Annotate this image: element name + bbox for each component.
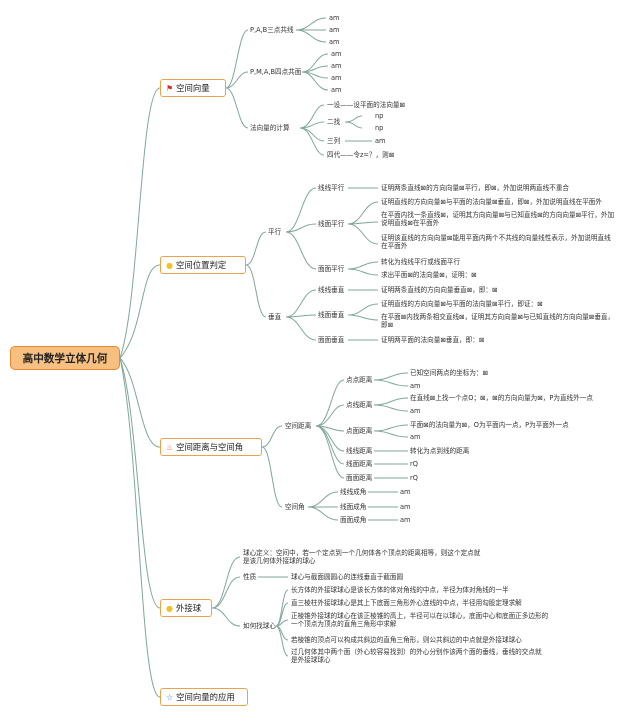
node-line-line-perp-1[interactable]: 证明两条直线的方向向量垂直⊠，即：⊠ — [381, 286, 498, 294]
yellow-circle-icon: ● — [166, 260, 173, 270]
node-plane-plane-perp-1[interactable]: 证明两平面的法向量⊠垂直，即：⊠ — [381, 336, 485, 344]
node-plane-plane-parallel-2[interactable]: 求出平面⊠的法向量⊠，证明：⊠ — [381, 271, 477, 279]
node-find-center-1[interactable]: 长方体的外接球球心是该长方体的体对角线的中点，半径为体对角线的一半 — [291, 586, 509, 594]
node-find-center-3[interactable]: 正棱锥外接球的球心在该正棱锥的高上，半径可以在以球心，底面中心和底面正多边形的一… — [291, 612, 549, 628]
node-line-plane-perp-1[interactable]: 证明直线的方向向量⊠与平面的法向量⊠平行，即证：⊠ — [381, 300, 543, 308]
node-line-line-parallel[interactable]: 线线平行 — [318, 184, 345, 192]
topic-position-judgment[interactable]: ●空间位置判定 — [160, 256, 246, 274]
node-line-plane-angle[interactable]: 线面成角 — [340, 503, 367, 511]
yellow-circle-icon: ● — [166, 603, 173, 613]
node-point-point-distance[interactable]: 点点距离 — [346, 376, 373, 384]
node-am[interactable]: am — [331, 50, 342, 58]
topic-distance-angle[interactable]: ♨空间距离与空间角 — [160, 438, 262, 456]
node-property-1[interactable]: 球心与截面圆圆心的连线垂直于截面圆 — [291, 573, 404, 581]
node-space-distance[interactable]: 空间距离 — [285, 422, 312, 430]
node-step-three[interactable]: 三列 — [327, 137, 341, 145]
node-step-four[interactable]: 四代——令z=？，则⊠ — [327, 151, 395, 159]
topic-title: 空间向量的应用 — [176, 692, 235, 702]
node-point-point-1[interactable]: 已知空间两点的坐标为：⊠ — [410, 369, 489, 377]
node-space-angle[interactable]: 空间角 — [285, 503, 305, 511]
topic-space-vector[interactable]: ⚑空间向量 — [160, 79, 226, 97]
node-np[interactable]: np — [375, 124, 384, 132]
node-line-plane-distance-1[interactable]: rQ — [410, 460, 418, 468]
node-find-center-4[interactable]: 若棱锥的顶点可以构成共斜边的直角三角形，则公共斜边的中点就是外接球球心 — [291, 636, 522, 644]
topic-vector-application[interactable]: ☆空间向量的应用 — [160, 688, 248, 706]
node-line-plane-distance[interactable]: 线面距离 — [346, 460, 373, 468]
star-icon: ☆ — [166, 692, 174, 702]
topic-title: 空间距离与空间角 — [176, 442, 244, 452]
node-parallel[interactable]: 平行 — [268, 228, 282, 236]
node-plane-plane-distance-1[interactable]: rQ — [410, 474, 418, 482]
fire-icon: ♨ — [166, 442, 174, 452]
node-step-two[interactable]: 二找 — [327, 118, 341, 126]
node-perpendicular[interactable]: 垂直 — [268, 313, 282, 321]
node-am[interactable]: am — [410, 407, 421, 415]
topic-title: 空间向量 — [176, 83, 210, 93]
node-am[interactable]: am — [400, 488, 411, 496]
node-plane-plane-angle[interactable]: 面面成角 — [340, 516, 367, 524]
node-line-line-angle[interactable]: 线线成角 — [340, 488, 367, 496]
node-plane-plane-parallel[interactable]: 面面平行 — [318, 265, 345, 273]
node-collinear[interactable]: P,A,B三点共线 — [250, 26, 294, 34]
node-am[interactable]: am — [331, 62, 342, 70]
node-line-plane-parallel-2[interactable]: 在平面内找一条直线⊠，证明其方向向量⊠与已知直线⊠的方向向量⊠平行，外加说明直线… — [381, 211, 615, 227]
node-np[interactable]: np — [375, 112, 384, 120]
node-sphere-definition[interactable]: 球心定义：空间中，若一个定点到一个几何体各个顶点的距离相等，则这个定点就是该几何… — [243, 549, 481, 565]
node-plane-plane-parallel-1[interactable]: 转化为线线平行或线面平行 — [381, 258, 461, 266]
node-point-plane-distance[interactable]: 点面距离 — [346, 427, 373, 435]
node-coplanar[interactable]: P,M,A,B四点共面 — [250, 68, 302, 76]
node-line-line-perp[interactable]: 线线垂直 — [318, 286, 345, 294]
node-am[interactable]: am — [410, 433, 421, 441]
node-am[interactable]: am — [329, 38, 340, 46]
root-title: 高中数学立体几何 — [22, 352, 108, 365]
node-line-plane-perp[interactable]: 线面垂直 — [318, 311, 345, 319]
node-am[interactable]: am — [400, 503, 411, 511]
node-point-line-1[interactable]: 在直线⊠上找一个点O；⊠，⊠的方向向量为⊠，P为直线外一点 — [410, 394, 593, 402]
node-find-center[interactable]: 如何找球心 — [243, 622, 276, 630]
node-am[interactable]: am — [400, 516, 411, 524]
node-line-line-distance[interactable]: 线线距离 — [346, 447, 373, 455]
node-am[interactable]: am — [410, 382, 421, 390]
node-find-center-5[interactable]: 过几何体其中两个面（外心较容易找到）的外心分别作该两个面的垂线，垂线的交点就是外… — [291, 648, 542, 664]
topic-circumsphere[interactable]: ●外接球 — [160, 599, 212, 617]
node-normal-vector[interactable]: 法向量的计算 — [250, 124, 290, 132]
node-line-plane-parallel[interactable]: 线面平行 — [318, 220, 345, 228]
root-topic[interactable]: 高中数学立体几何 — [10, 346, 120, 370]
node-line-plane-perp-2[interactable]: 在平面⊠内找两条相交直线⊠，证明其方向向量⊠与已知直线的方向向量⊠垂直，即⊠ — [381, 313, 615, 329]
node-line-line-distance-1[interactable]: 转化为点到线的距离 — [410, 447, 470, 455]
node-plane-plane-distance[interactable]: 面面距离 — [346, 474, 373, 482]
topic-title: 外接球 — [175, 603, 202, 613]
red-flag-icon: ⚑ — [166, 83, 174, 93]
node-line-plane-parallel-3[interactable]: 证明该直线的方向向量⊠能用平面内两个不共线的向量线性表示，外加说明直线在平面外 — [381, 234, 611, 250]
node-step-one[interactable]: 一设——设平面的法向量⊠ — [327, 101, 406, 109]
node-plane-plane-perp[interactable]: 面面垂直 — [318, 336, 345, 344]
node-point-plane-1[interactable]: 平面⊠的法向量为⊠，O为平面内一点，P为平面外一点 — [410, 421, 569, 429]
node-am[interactable]: am — [329, 14, 340, 22]
node-am[interactable]: am — [329, 26, 340, 34]
node-property[interactable]: 性质 — [243, 573, 257, 581]
node-find-center-2[interactable]: 直三棱柱外接球球心是其上下底面三角形外心连线的中点，半径用勾股定理求解 — [291, 599, 522, 607]
node-am[interactable]: am — [375, 137, 386, 145]
topic-title: 空间位置判定 — [175, 260, 227, 270]
node-line-line-parallel-1[interactable]: 证明两条直线⊠的方向向量⊠平行，即⊠，外加说明两直线不重合 — [381, 184, 570, 192]
node-am[interactable]: am — [331, 74, 342, 82]
node-line-plane-parallel-1[interactable]: 证明直线的方向向量⊠与平面的法向量⊠垂直，即⊠，外加说明直线在平面外 — [381, 198, 602, 206]
node-point-line-distance[interactable]: 点线距离 — [346, 401, 373, 409]
node-am[interactable]: am — [331, 86, 342, 94]
